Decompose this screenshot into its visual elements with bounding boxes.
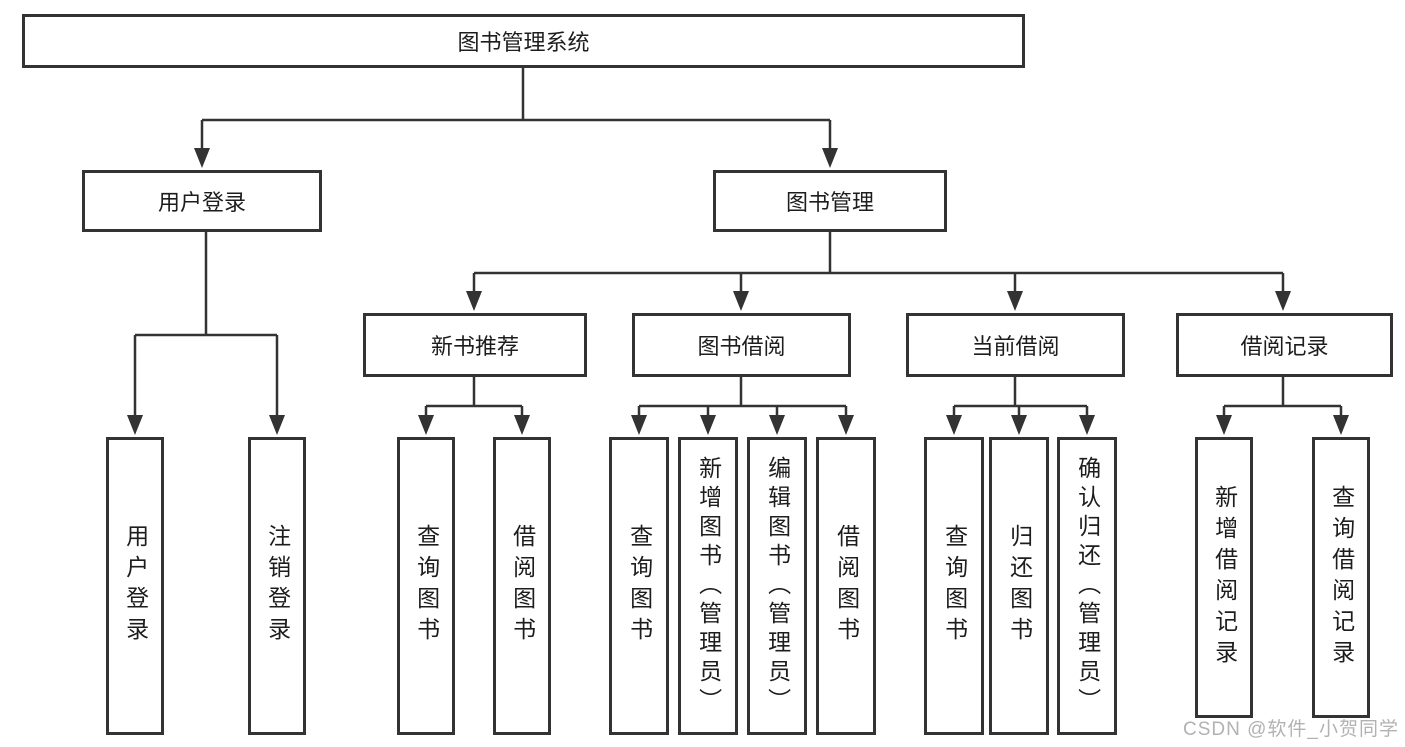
leaf-query-books-recommend: 查询图书 bbox=[397, 437, 455, 735]
node-book-management: 图书管理 bbox=[713, 170, 947, 232]
leaf-borrow-books: 借阅图书 bbox=[816, 437, 876, 735]
leaf-query-borrow-record: 查询借阅记录 bbox=[1312, 437, 1370, 718]
leaf-borrow-books-recommend: 借阅图书 bbox=[493, 437, 551, 735]
node-library-management-system: 图书管理系统 bbox=[22, 14, 1025, 68]
node-current-borrowing: 当前借阅 bbox=[906, 313, 1125, 377]
leaf-logout: 注销登录 bbox=[248, 437, 306, 735]
csdn-watermark: CSDN @软件_小贺同学 bbox=[1183, 719, 1399, 740]
node-user-login: 用户登录 bbox=[82, 170, 322, 232]
node-new-book-recommend: 新书推荐 bbox=[363, 313, 587, 377]
leaf-query-books-borrow: 查询图书 bbox=[609, 437, 669, 735]
leaf-add-books-admin: 新增图书（管理员） bbox=[678, 437, 738, 735]
node-book-borrowing: 图书借阅 bbox=[632, 313, 851, 377]
leaf-add-borrow-record: 新增借阅记录 bbox=[1195, 437, 1253, 718]
leaf-return-books: 归还图书 bbox=[989, 437, 1049, 735]
leaf-edit-books-admin: 编辑图书（管理员） bbox=[747, 437, 807, 735]
leaf-confirm-return-admin: 确认归还（管理员） bbox=[1057, 437, 1117, 735]
node-borrowing-records: 借阅记录 bbox=[1176, 313, 1393, 377]
arrowheads bbox=[127, 148, 1349, 435]
leaf-query-books-current: 查询图书 bbox=[924, 437, 984, 735]
leaf-user-login: 用户登录 bbox=[106, 437, 164, 735]
